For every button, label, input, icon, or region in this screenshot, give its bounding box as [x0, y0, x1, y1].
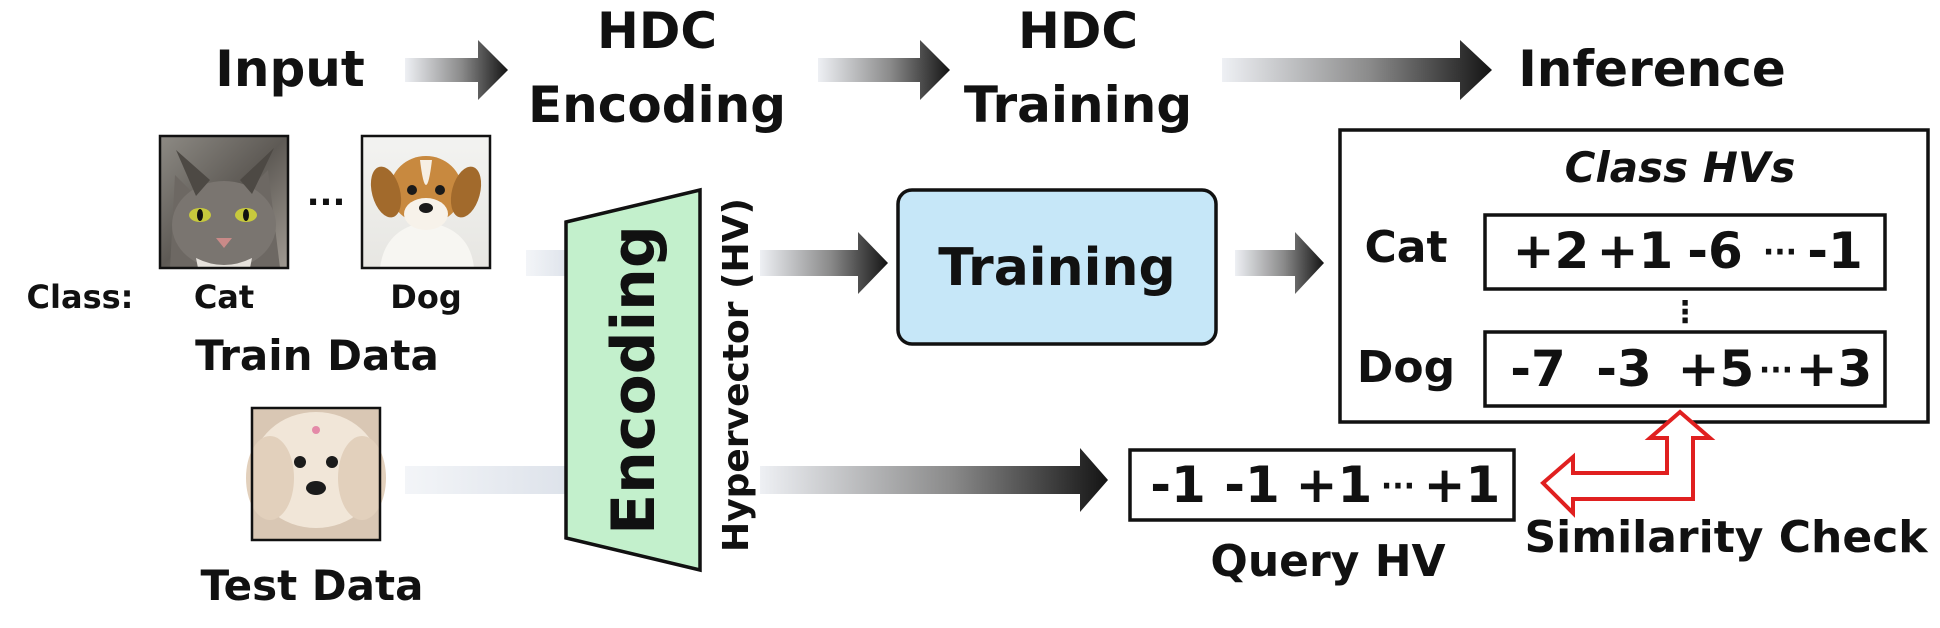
cat-class-label: Cat [194, 278, 254, 316]
test-flow-in [405, 466, 570, 494]
training-label: Training [938, 238, 1175, 298]
class-row-box-dog [1483, 330, 1887, 408]
class-rows-vdots: ⋮ [1670, 295, 1700, 330]
fluffy-dog-photo-icon [246, 406, 386, 542]
class-row-name-dog: Dog [1357, 342, 1455, 393]
training-to-classhv-arrow [1235, 232, 1324, 294]
class-prefix-label: Class: [27, 278, 134, 316]
hv-value: -1 [1150, 456, 1206, 514]
hv-value: -3 [1596, 340, 1652, 398]
stage-inference-label: Inference [1518, 40, 1786, 98]
similarity-check-label: Similarity Check [1524, 512, 1929, 563]
hv-value: +2 [1513, 222, 1590, 280]
hv-value: +5 [1678, 340, 1755, 398]
stage-input-label: Input [215, 40, 365, 98]
hv-value: ··· [1759, 353, 1793, 388]
class-row-values-cat: +2 +1 -6 ··· -1 [1513, 222, 1863, 280]
hv-value: ··· [1381, 469, 1415, 504]
class-row-values-dog: -7 -3 +5 ··· +3 [1510, 340, 1872, 398]
hv-value: +1 [1424, 456, 1501, 514]
stage-training-label-line1: HDC [1018, 2, 1138, 60]
hv-value: -6 [1687, 222, 1743, 280]
similarity-check-arrow-icon [1540, 409, 1716, 518]
encoder-to-query-arrow [760, 448, 1108, 512]
class-hvs-title: Class HVs [1565, 143, 1796, 192]
header-arrow-3 [1222, 40, 1492, 100]
stage-encoding-label-line2: Encoding [528, 76, 786, 134]
hypervector-label: Hypervector (HV) [716, 198, 757, 552]
stage-training-label-line2: Training [964, 76, 1192, 134]
puppy-photo-icon [360, 134, 492, 270]
hv-value: ··· [1763, 235, 1797, 270]
training-block: Training [896, 188, 1218, 346]
encoder-block: Encoding [564, 187, 702, 573]
dog-class-label: Dog [390, 278, 461, 316]
train-ellipsis: ... [307, 174, 346, 214]
cat-photo-icon [158, 134, 290, 270]
class-row-name-cat: Cat [1364, 222, 1447, 273]
encoder-to-training-arrow [760, 232, 888, 294]
class-row-box-cat [1483, 213, 1887, 291]
hv-value: -1 [1224, 456, 1280, 514]
hv-value: +1 [1296, 456, 1373, 514]
query-hv-caption: Query HV [1210, 536, 1445, 587]
train-flow-in [526, 250, 570, 276]
hv-value: +1 [1597, 222, 1674, 280]
header-arrow-1 [405, 40, 508, 100]
query-hv-values: -1 -1 +1 ··· +1 [1150, 456, 1500, 514]
encoder-label: Encoding [599, 225, 669, 535]
train-data-caption: Train Data [195, 331, 439, 380]
hv-value: +3 [1796, 340, 1873, 398]
stage-encoding-label-line1: HDC [597, 2, 717, 60]
query-hv-box [1128, 448, 1516, 522]
header-arrow-2 [818, 40, 950, 100]
test-data-caption: Test Data [201, 561, 424, 610]
hv-value: -7 [1510, 340, 1566, 398]
hv-value: -1 [1807, 222, 1863, 280]
